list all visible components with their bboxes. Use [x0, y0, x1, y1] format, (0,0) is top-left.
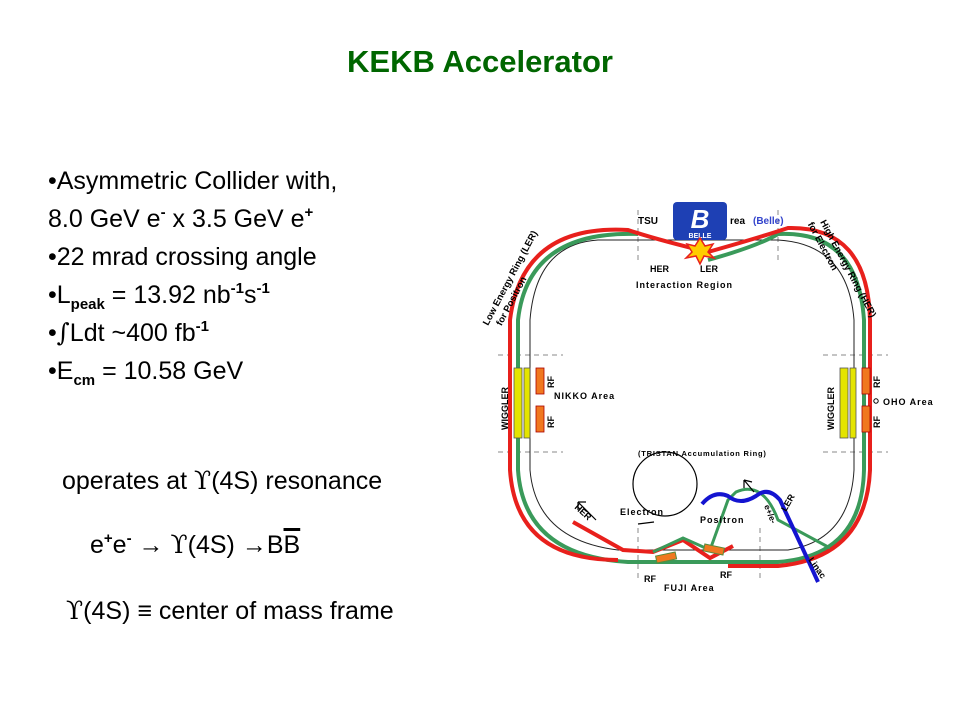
superscript: -1 — [195, 318, 209, 335]
bullet-text: •Asymmetric Collider with, — [48, 167, 338, 195]
collision-star-icon — [683, 236, 717, 266]
nikko-area-label: NIKKO Area — [554, 391, 615, 401]
bullet-integrated-luminosity: •∫Ldt ~400 fb-1 — [48, 314, 337, 352]
wiggler-left-label: WIGGLER — [500, 387, 510, 430]
her-ring-label-line1: High Energy Ring (HER) — [817, 218, 878, 319]
superscript: - — [126, 530, 132, 547]
superscript: -1 — [256, 280, 270, 297]
her-bottom-label: HER — [573, 502, 594, 522]
superscript: -1 — [230, 280, 245, 297]
positron-electron-label: e+/e- — [762, 503, 779, 525]
positron-arrow-icon — [743, 479, 755, 493]
tristan-ring — [632, 451, 698, 517]
kekb-ring-diagram: B BELLE TSU rea (Belle) HER LER Interact… — [481, 202, 934, 593]
upsilon-symbol: ϒ — [194, 466, 212, 495]
subscript: peak — [70, 296, 105, 313]
upsilon-symbol: ϒ — [170, 530, 188, 559]
positron-label: Positron — [700, 515, 745, 525]
arrow: → — [131, 531, 171, 559]
frame-text: ϒ(4S) ≡ center of mass frame — [66, 596, 394, 626]
rf-bottom-right-label: RF — [720, 570, 732, 580]
operates-text: operates at ϒ(4S) resonance — [62, 466, 382, 496]
rf-right-top-block — [861, 367, 871, 395]
oho-area-label: OHO Area — [883, 397, 934, 407]
page-title: KEKB Accelerator — [347, 44, 613, 79]
her-ring-left — [508, 227, 709, 562]
bullet-text: = 13.92 nb — [104, 281, 231, 309]
beam-direction-arrows — [577, 479, 755, 525]
belle-logo — [673, 202, 727, 240]
rf-right-top-label: RF — [872, 376, 882, 388]
electron-symbol: e — [90, 531, 104, 559]
bullet-list: •Asymmetric Collider with, 8.0 GeV e- x … — [48, 162, 337, 390]
her-top-label: HER — [650, 264, 670, 274]
arrowhead-icon — [577, 501, 586, 510]
anti-b-meson: B — [283, 531, 301, 559]
fuji-area-label: FUJI Area — [664, 583, 715, 593]
rf-left-bottom-block — [535, 405, 545, 433]
superscript: + — [304, 204, 314, 221]
ler-top-label: LER — [700, 264, 719, 274]
rf-bottom-left-block — [655, 551, 678, 564]
rf-left-bottom-label: RF — [546, 416, 556, 428]
bullet-crossing-angle: •22 mrad crossing angle — [48, 238, 337, 276]
wiggler-right-label: WIGGLER — [826, 387, 836, 430]
bullet-text: •22 mrad crossing angle — [48, 243, 317, 271]
her-bottom-arrow-icon — [577, 501, 597, 521]
ler-ring — [516, 231, 866, 564]
b-meson: B — [266, 531, 284, 559]
tristan-label: (TRISTAN Accumulation Ring) — [638, 449, 767, 458]
decay-middle: (4S) → — [187, 531, 267, 559]
belle-logo-letter: B — [691, 204, 710, 234]
inner-guide-ring — [529, 239, 855, 551]
electron-symbol: e — [112, 531, 127, 559]
ler-bottom-label: LER — [779, 492, 797, 513]
rf-left-top-block — [535, 367, 545, 395]
rf-bottom-left-label: RF — [644, 574, 656, 584]
belle-label: (Belle) — [753, 216, 784, 227]
operates-suffix: (4S) resonance — [211, 467, 383, 495]
bullet-text: •L — [48, 281, 71, 309]
operates-prefix: operates at — [62, 467, 195, 495]
bullet-asymmetric: •Asymmetric Collider with, — [48, 162, 337, 200]
electron-label: Electron — [620, 507, 664, 517]
bullet-text: s — [244, 281, 257, 309]
bullet-text: •E — [48, 357, 74, 385]
bullet-text: Ldt ~400 fb — [69, 319, 196, 347]
bullet-text: • — [48, 319, 57, 347]
bullet-text: = 10.58 GeV — [95, 357, 244, 385]
bullet-cm-energy: •Ecm = 10.58 GeV — [48, 352, 337, 390]
frame-description: (4S) ≡ center of mass frame — [83, 597, 394, 625]
subscript: cm — [73, 372, 96, 389]
oho-marker-icon — [873, 398, 879, 404]
her-ring-right — [707, 225, 872, 568]
bullet-text: 8.0 GeV e — [48, 205, 161, 233]
superscript: + — [103, 530, 113, 547]
bullet-energies: 8.0 GeV e- x 3.5 GeV e+ — [48, 200, 337, 238]
rf-right-bottom-label: RF — [872, 416, 882, 428]
integral-symbol: ∫ — [56, 318, 70, 347]
rf-left-top-label: RF — [546, 376, 556, 388]
bullet-luminosity: •Lpeak = 13.92 nb-1s-1 — [48, 276, 337, 314]
interaction-region-label: Interaction Region — [636, 280, 733, 290]
wiggler-left-block — [513, 367, 523, 439]
tsukuba-label-left: TSU — [638, 216, 658, 227]
bullet-text: x 3.5 GeV e — [165, 205, 305, 233]
decay-equation: e+e- → ϒ(4S) →BB — [90, 530, 300, 560]
her-ring-label: High Energy Ring (HER) for Electron — [805, 218, 878, 319]
ler-ring-label: Low Energy Ring (LER) for Positron — [481, 229, 540, 328]
rf-bottom-right-block — [702, 543, 725, 556]
superscript: - — [160, 204, 166, 221]
electron-arrow-icon — [637, 521, 655, 525]
upsilon-symbol: ϒ — [66, 596, 84, 625]
wiggler-right-block — [849, 367, 857, 439]
tsukuba-label-right: rea — [730, 216, 745, 227]
belle-logo-text: BELLE — [689, 233, 712, 240]
electron-injection-line — [572, 520, 734, 561]
rf-right-bottom-block — [861, 405, 871, 433]
wiggler-left-block — [523, 367, 531, 439]
wiggler-right-block — [839, 367, 849, 439]
linac-line — [700, 489, 820, 583]
